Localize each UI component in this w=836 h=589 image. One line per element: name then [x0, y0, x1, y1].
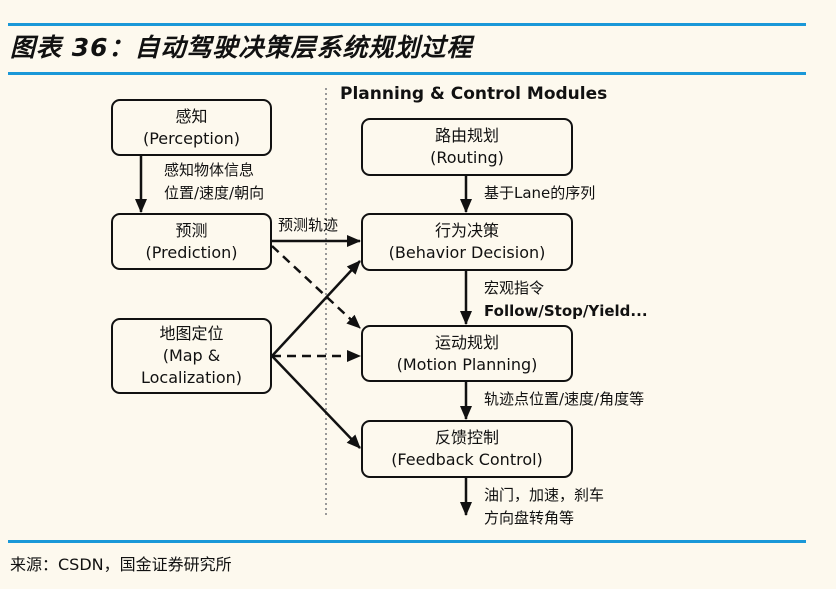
arrow-prediction-motion-dashed [271, 245, 361, 329]
map-en-2: Localization) [140, 368, 242, 387]
feedback-cn: 反馈控制 [434, 428, 499, 447]
label-feedback-output: 油门，加速，刹车 方向盘转角等 [484, 484, 604, 530]
behavior-en: (Behavior Decision) [388, 243, 546, 262]
label-line: 位置/速度/朝向 [164, 184, 265, 202]
label-routing-behavior: 基于Lane的序列 [484, 184, 596, 202]
source-rule [8, 540, 806, 543]
figure-title: 图表 36：自动驾驶决策层系统规划过程 [10, 33, 473, 62]
prediction-en: (Prediction) [145, 242, 238, 262]
map-localization-box: 地图定位 (Map & Localization) [111, 318, 272, 394]
label-line: 方向盘转角等 [484, 509, 575, 527]
map-cn: 地图定位 [159, 324, 224, 343]
feedback-en: (Feedback Control) [391, 450, 543, 469]
label-line: Follow/Stop/Yield... [484, 302, 648, 320]
label-prediction-behavior: 预测轨迹 [278, 216, 339, 234]
map-en-1: (Map & [162, 346, 221, 365]
label-line: 油门，加速，刹车 [484, 486, 605, 504]
routing-cn: 路由规划 [434, 126, 499, 145]
label-behavior-motion: 宏观指令 Follow/Stop/Yield... [484, 277, 648, 323]
routing-en: (Routing) [430, 148, 504, 167]
label-line: 宏观指令 [484, 279, 545, 297]
motion-planning-box: 运动规划 (Motion Planning) [361, 325, 573, 382]
prediction-cn: 预测 [175, 220, 208, 240]
source-note: 来源：CSDN，国金证券研究所 [10, 555, 232, 574]
title-top-rule [8, 23, 806, 26]
perception-cn: 感知 [175, 106, 208, 126]
perception-box: 感知 (Perception) [111, 99, 272, 156]
label-perception-prediction: 感知物体信息 位置/速度/朝向 [164, 159, 264, 205]
behavior-cn: 行为决策 [434, 221, 499, 240]
prediction-box: 预测 (Prediction) [111, 213, 272, 270]
motion-en: (Motion Planning) [396, 354, 538, 374]
label-line: 感知物体信息 [164, 161, 255, 179]
feedback-control-box: 反馈控制 (Feedback Control) [361, 420, 573, 478]
motion-cn: 运动规划 [434, 332, 499, 352]
planning-control-heading: Planning & Control Modules [340, 84, 608, 104]
arrow-map-behavior [271, 260, 361, 357]
behavior-decision-box: 行为决策 (Behavior Decision) [361, 213, 573, 271]
perception-en: (Perception) [142, 128, 241, 148]
title-bottom-rule [8, 72, 806, 75]
label-motion-feedback: 轨迹点位置/速度/角度等 [484, 390, 645, 408]
arrow-map-feedback [271, 355, 361, 449]
routing-box: 路由规划 (Routing) [361, 118, 573, 176]
